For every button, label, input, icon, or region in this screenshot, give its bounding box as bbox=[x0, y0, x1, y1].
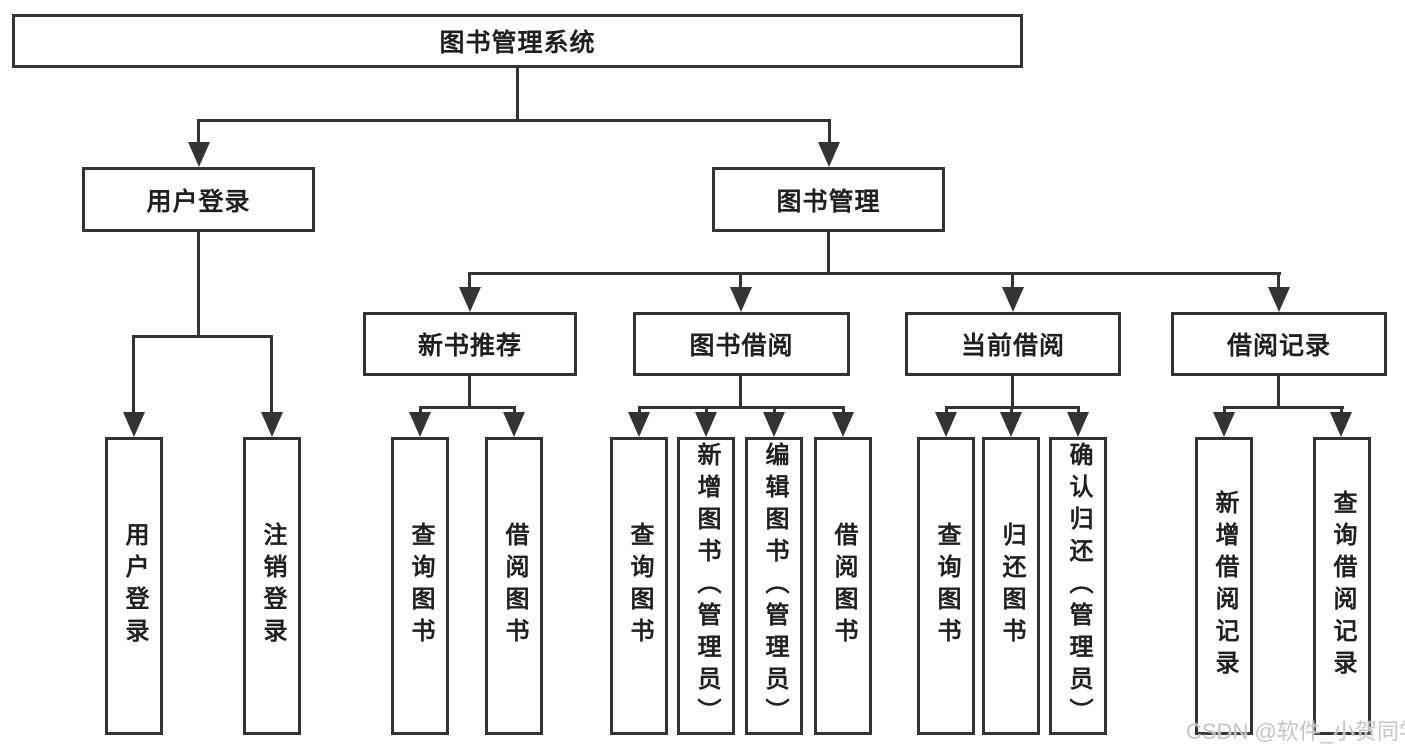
node-borrow-records: 借阅记录 bbox=[1171, 312, 1387, 376]
leaf-logout-label: 注销登录 bbox=[259, 522, 286, 650]
arrowhead-leaf-addbook bbox=[695, 412, 717, 437]
arrowhead-leaf-editbook bbox=[763, 412, 785, 437]
node-root-label: 图书管理系统 bbox=[439, 29, 596, 57]
connector-leaf-logout-stem bbox=[270, 335, 273, 415]
arrowhead-leaf-query3 bbox=[935, 412, 957, 437]
arrowhead-user-login bbox=[188, 142, 210, 167]
arrowhead-records bbox=[1268, 287, 1290, 312]
leaf-add-book-admin-label: 新增图书（管理员） bbox=[693, 442, 720, 730]
connector-newbook-stem bbox=[468, 272, 471, 290]
arrowhead-leaf-queryrec bbox=[1330, 412, 1352, 437]
connector-leaf-queryrec-stem bbox=[1340, 406, 1343, 415]
arrowhead-leaf-confirm bbox=[1067, 412, 1089, 437]
connector-records-group-stem bbox=[1277, 376, 1280, 408]
connector-newbook-group-bar bbox=[419, 406, 516, 409]
node-user-login-label: 用户登录 bbox=[146, 187, 251, 216]
node-root: 图书管理系统 bbox=[12, 14, 1023, 68]
leaf-borrow-book-borrow: 借阅图书 bbox=[814, 437, 872, 735]
connector-leaf-return-stem bbox=[1010, 406, 1013, 415]
arrowhead-leaf-logout bbox=[261, 412, 283, 437]
arrowhead-leaf-query2 bbox=[628, 412, 650, 437]
connector-current-stem bbox=[1011, 272, 1014, 290]
connector-leaf-query1-stem bbox=[419, 406, 422, 415]
leaf-edit-book-admin: 编辑图书（管理员） bbox=[745, 437, 803, 735]
leaf-edit-book-admin-label: 编辑图书（管理员） bbox=[761, 442, 788, 730]
leaf-borrow-book-borrow-label: 借阅图书 bbox=[830, 522, 857, 650]
arrowhead-leaf-borrow2 bbox=[832, 412, 854, 437]
leaf-query-book-newbook: 查询图书 bbox=[391, 437, 449, 735]
leaf-query-book-borrow-label: 查询图书 bbox=[626, 522, 653, 650]
node-book-mgmt: 图书管理 bbox=[712, 167, 945, 232]
connector-leaf-addrec-stem bbox=[1223, 406, 1226, 415]
leaf-user-login-label: 用户登录 bbox=[121, 522, 148, 650]
connector-borrow-group-bar bbox=[638, 406, 845, 409]
leaf-query-book-borrow: 查询图书 bbox=[610, 437, 668, 735]
leaf-borrow-book-newbook: 借阅图书 bbox=[485, 437, 543, 735]
node-current-borrow-label: 当前借阅 bbox=[960, 332, 1065, 360]
connector-user-login-stem bbox=[197, 119, 200, 146]
leaf-return-book-label: 归还图书 bbox=[998, 522, 1025, 650]
connector-level3-bar bbox=[469, 272, 1281, 275]
connector-borrow-stem bbox=[739, 272, 742, 290]
connector-user-group-bar bbox=[132, 335, 273, 338]
leaf-add-borrow-record: 新增借阅记录 bbox=[1195, 437, 1253, 735]
leaf-query-book-current-label: 查询图书 bbox=[933, 522, 960, 650]
arrowhead-current bbox=[1002, 287, 1024, 312]
connector-newbook-group-stem bbox=[468, 376, 471, 408]
connector-root-stem bbox=[516, 68, 519, 122]
leaf-borrow-book-newbook-label: 借阅图书 bbox=[501, 522, 528, 650]
node-new-book-rec: 新书推荐 bbox=[363, 312, 577, 376]
node-book-borrow: 图书借阅 bbox=[633, 312, 850, 376]
node-current-borrow: 当前借阅 bbox=[905, 312, 1121, 376]
arrowhead-newbook bbox=[459, 287, 481, 312]
connector-leaf-borrow1-stem bbox=[513, 406, 516, 415]
leaf-confirm-return-admin: 确认归还（管理员） bbox=[1049, 437, 1107, 735]
arrowhead-leaf-query1 bbox=[409, 412, 431, 437]
leaf-return-book: 归还图书 bbox=[982, 437, 1040, 735]
connector-leaf-query2-stem bbox=[638, 406, 641, 415]
leaf-confirm-return-admin-label: 确认归还（管理员） bbox=[1065, 442, 1092, 730]
connector-records-stem bbox=[1277, 272, 1280, 290]
leaf-user-login: 用户登录 bbox=[105, 437, 163, 735]
node-book-mgmt-label: 图书管理 bbox=[776, 187, 881, 216]
arrowhead-leaf-borrow1 bbox=[503, 412, 525, 437]
leaf-logout: 注销登录 bbox=[243, 437, 301, 735]
arrowhead-leaf-addrec bbox=[1213, 412, 1235, 437]
connector-level1-bar bbox=[197, 119, 831, 122]
connector-book-mgmt-stem bbox=[828, 119, 831, 146]
node-borrow-records-label: 借阅记录 bbox=[1226, 332, 1331, 360]
arrowhead-leaf-return bbox=[1000, 412, 1022, 437]
node-new-book-rec-label: 新书推荐 bbox=[417, 332, 522, 360]
arrowhead-borrow bbox=[730, 287, 752, 312]
connector-leaf-borrow2-stem bbox=[842, 406, 845, 415]
leaf-query-borrow-record-label: 查询借阅记录 bbox=[1329, 490, 1356, 682]
leaf-query-book-current: 查询图书 bbox=[917, 437, 975, 735]
node-user-login: 用户登录 bbox=[82, 167, 315, 232]
connector-mgmt-stem bbox=[827, 232, 830, 275]
connector-leaf-confirm-stem bbox=[1077, 406, 1080, 415]
leaf-query-book-newbook-label: 查询图书 bbox=[407, 522, 434, 650]
connector-leaf-addbook-stem bbox=[705, 406, 708, 415]
node-book-borrow-label: 图书借阅 bbox=[689, 332, 794, 360]
connector-records-group-bar bbox=[1223, 406, 1344, 409]
csdn-watermark: CSDN @软件_小贺同学 bbox=[1186, 719, 1405, 744]
leaf-add-book-admin: 新增图书（管理员） bbox=[677, 437, 735, 735]
leaf-query-borrow-record: 查询借阅记录 bbox=[1313, 437, 1371, 735]
arrowhead-leaf-login bbox=[123, 412, 145, 437]
connector-leaf-login-stem bbox=[132, 335, 135, 415]
connector-leaf-editbook-stem bbox=[773, 406, 776, 415]
connector-current-group-stem bbox=[1011, 376, 1014, 408]
connector-borrow-group-stem bbox=[739, 376, 742, 408]
connector-user-group-stem bbox=[197, 232, 200, 338]
leaf-add-borrow-record-label: 新增借阅记录 bbox=[1211, 490, 1238, 682]
arrowhead-book-mgmt bbox=[818, 142, 840, 167]
connector-leaf-query3-stem bbox=[945, 406, 948, 415]
